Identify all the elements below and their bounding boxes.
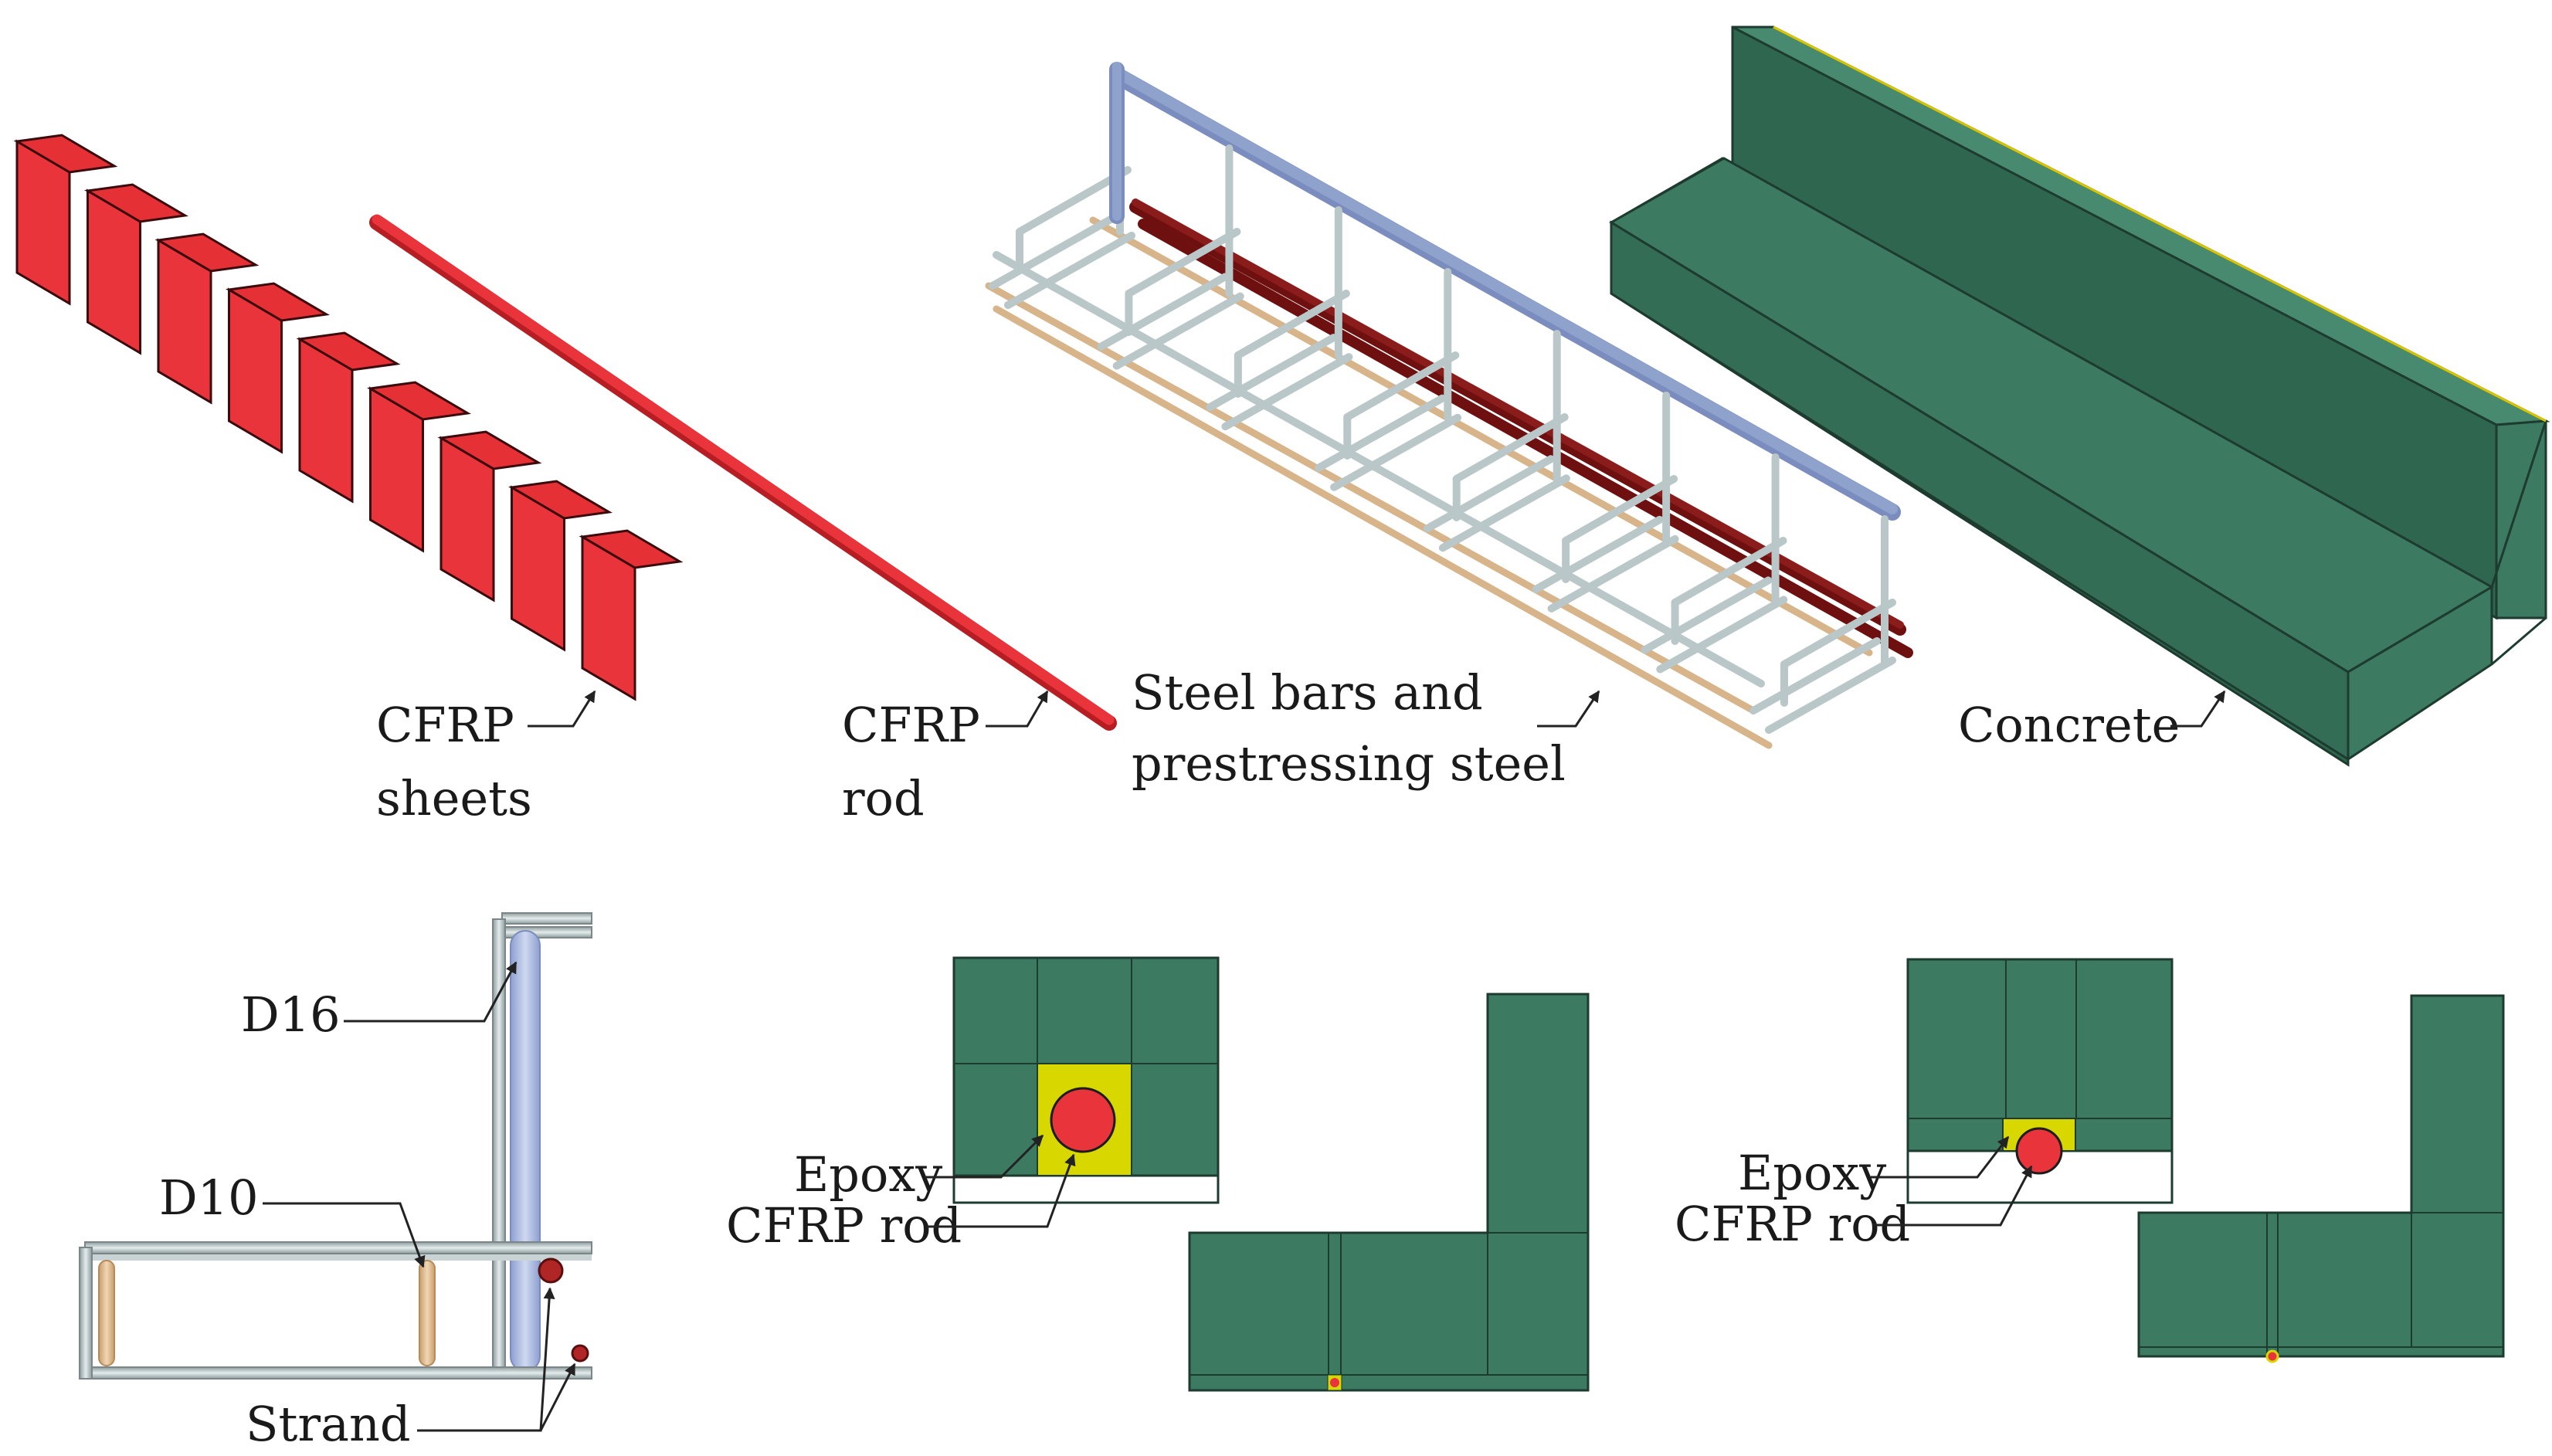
stirrup-bottom (1004, 232, 1135, 309)
svg-text:CFRP rod: CFRP rod (1675, 1196, 1910, 1252)
steel-cage-3d (985, 62, 1913, 749)
cfrp-rod-3d (369, 214, 1117, 731)
svg-text:CFRP rod: CFRP rod (726, 1197, 962, 1254)
label-cfrp-rod-2: CFRP rod (1675, 1165, 2033, 1252)
stirrup-bottom (1547, 535, 1679, 613)
label-cfrp-sheets: CFRP sheets (376, 690, 596, 826)
cfrp-sheet-flange (13, 134, 118, 174)
svg-text:Strand: Strand (246, 1396, 411, 1452)
stirrup-horizontal (1671, 537, 1787, 606)
longitudinal-bar (993, 305, 1773, 749)
stirrup-bottom (1097, 273, 1229, 351)
stirrup-horizontal (1562, 475, 1678, 545)
longitudinal-bar (1089, 216, 1873, 657)
concrete-beam-3d (1609, 25, 2550, 767)
section-detail-1 (952, 956, 1590, 1392)
stirrup-horizontal (1780, 599, 1896, 668)
stirrup-bottom (989, 212, 1120, 290)
stirrup-bottom (1206, 334, 1338, 412)
stirrup-horizontal (1125, 228, 1241, 297)
label-cfrp-rod: CFRP rod (842, 690, 1049, 826)
cfrp-sheet-flange (367, 381, 471, 421)
svg-text:D10: D10 (159, 1169, 259, 1226)
svg-text:Epoxy: Epoxy (1738, 1145, 1886, 1201)
stirrup-bottom (1112, 292, 1244, 370)
stirrup-horizontal (1452, 413, 1569, 483)
svg-text:rod: rod (842, 770, 925, 826)
stirrup-bottom (1221, 353, 1353, 431)
cfrp-sheet-flange (296, 331, 401, 372)
svg-text:D16: D16 (241, 986, 341, 1043)
label-epoxy-2: Epoxy (1738, 1135, 2010, 1201)
cfrp-sheets-group (13, 134, 684, 701)
svg-text:CFRP: CFRP (842, 697, 980, 753)
svg-text:sheets: sheets (376, 770, 532, 826)
stirrup-bottom (1330, 413, 1462, 491)
label-d16: D16 (241, 961, 518, 1043)
stirrup-bottom (1423, 455, 1555, 533)
label-d10: D10 (159, 1169, 426, 1268)
svg-text:CFRP: CFRP (376, 697, 514, 753)
cfrp-sheet-flange (226, 282, 330, 322)
stirrup-bottom (1749, 637, 1881, 714)
cfrp-sheet-flange (154, 232, 260, 273)
section-detail-2 (1906, 958, 2505, 1363)
label-strand: Strand (246, 1287, 576, 1452)
longitudinal-bar (993, 251, 1765, 687)
svg-text:Steel bars and: Steel bars and (1132, 664, 1483, 721)
cfrp-sheet-flange (579, 529, 684, 569)
svg-text:Concrete: Concrete (1958, 697, 2180, 753)
label-concrete: Concrete (1958, 690, 2226, 753)
svg-text:Epoxy: Epoxy (794, 1146, 942, 1203)
label-cfrp-rod-1: CFRP rod (726, 1153, 1076, 1254)
label-epoxy-1: Epoxy (794, 1134, 1044, 1203)
cfrp-sheet-flange (84, 183, 188, 223)
stirrup-horizontal (1343, 351, 1460, 421)
cfrp-sheet-flange (508, 480, 613, 520)
top-bar-d16 (1115, 69, 1898, 514)
rebar-cross-section (79, 912, 592, 1380)
cfrp-sheet-flange (437, 430, 542, 470)
stirrup-bottom (1532, 515, 1664, 593)
stirrup-horizontal (1234, 290, 1350, 359)
stirrup-bottom (1765, 657, 1896, 734)
stirrup-bottom (1656, 596, 1788, 674)
stirrup-bottom (1641, 576, 1773, 654)
longitudinal-bar (985, 282, 1757, 714)
svg-text:prestressing steel: prestressing steel (1132, 735, 1566, 792)
stirrup-bottom (1315, 394, 1447, 472)
stirrup-bottom (1438, 474, 1570, 552)
label-steel-bars: Steel bars and prestressing steel (1132, 664, 1600, 792)
